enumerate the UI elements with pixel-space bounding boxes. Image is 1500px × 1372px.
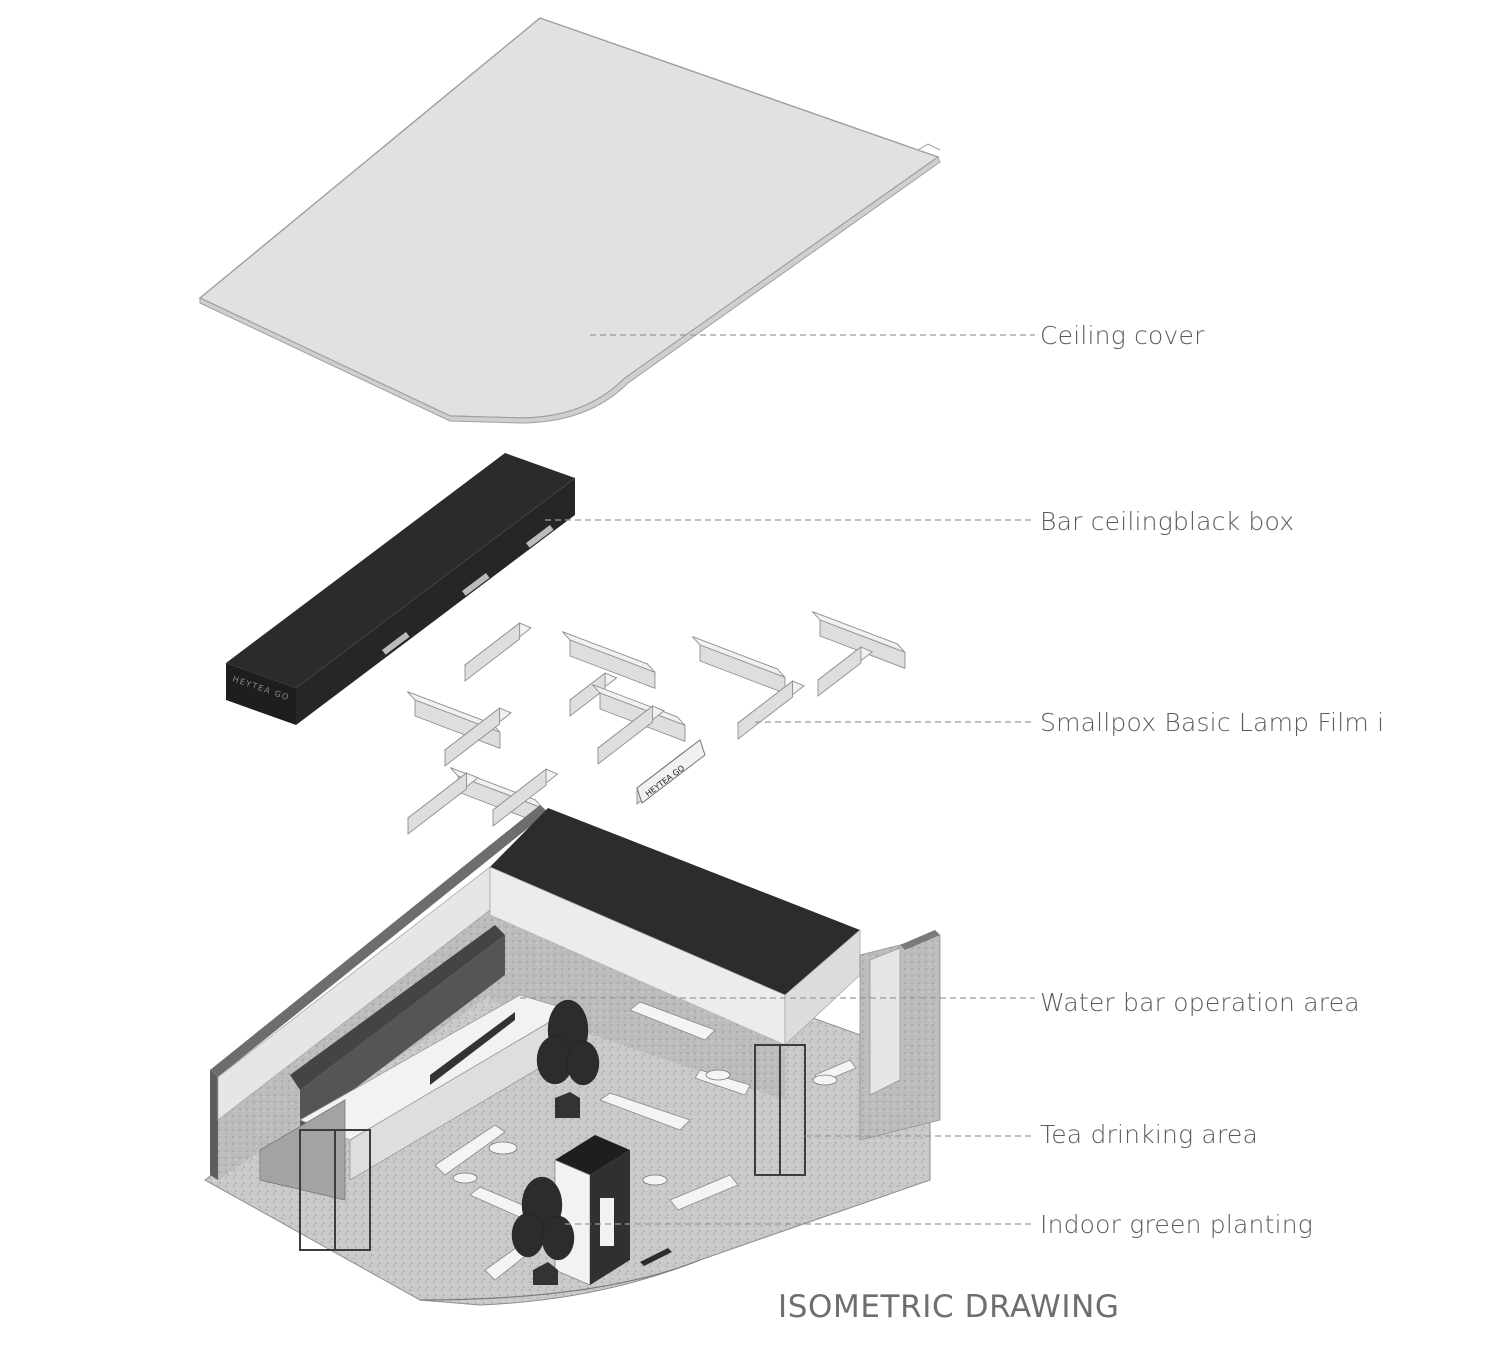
lamp-bar-side	[737, 680, 794, 740]
callout-lamp-film: Smallpox Basic Lamp Film i	[1040, 708, 1385, 737]
lamp-bar-side	[492, 768, 547, 827]
callout-water-bar: Water bar operation area	[1040, 988, 1360, 1017]
callout-ceiling-cover: Ceiling cover	[1040, 321, 1205, 350]
lamp-bar-side	[569, 639, 656, 689]
indoor-plant-1	[536, 999, 600, 1118]
bar-ceiling-black-box: HEYTEA GO	[226, 453, 576, 725]
lamp-bar-side	[407, 772, 467, 835]
branded-lamp-bar	[636, 739, 706, 804]
callout-green-planting: Indoor green planting	[1040, 1210, 1313, 1239]
floor-plan	[204, 805, 941, 1306]
lamp-bar-side	[819, 619, 906, 669]
lamp-film-group: HEYTEA GO	[406, 611, 906, 835]
lamp-bar-side	[444, 707, 501, 767]
ceiling-cover	[198, 17, 941, 424]
lamp-bar-side	[817, 646, 862, 697]
callout-tea-area: Tea drinking area	[1040, 1120, 1258, 1149]
lamp-bar-side	[597, 705, 654, 765]
leader-lines	[520, 334, 1035, 1225]
lamp-bar-side	[464, 622, 521, 682]
callout-bar-ceiling-box: Bar ceilingblack box	[1040, 507, 1295, 536]
diagram-title: ISOMETRIC DRAWING	[778, 1289, 1120, 1325]
indoor-plant-2	[511, 1176, 575, 1285]
